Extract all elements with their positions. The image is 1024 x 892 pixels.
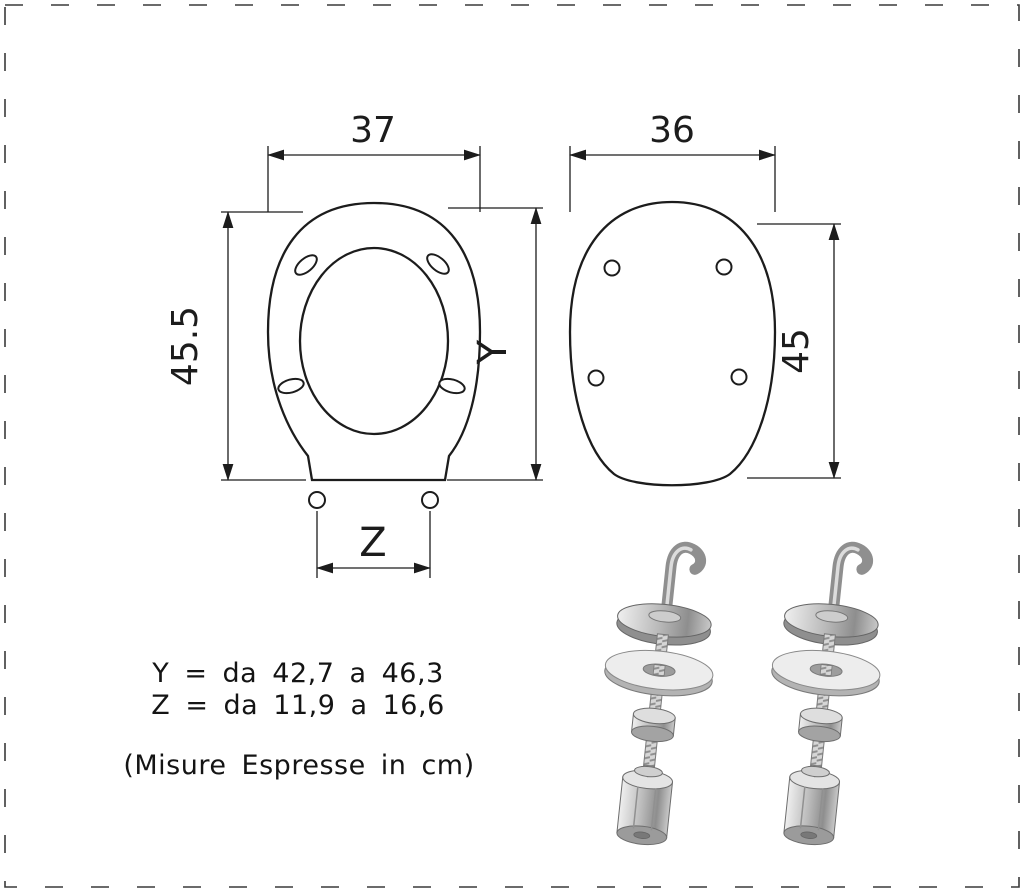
lid-outline [568, 200, 777, 487]
lid-bumper [730, 368, 748, 386]
seat-bumper-slot [294, 254, 318, 276]
seat-height-dim: 45.5 [165, 306, 206, 386]
lid-top-view [568, 200, 777, 487]
mounting-hardware-left [587, 540, 726, 850]
seat-opening [298, 246, 450, 436]
hinge-span-dim: Z [359, 520, 386, 566]
lid-width-dim: 36 [649, 110, 695, 151]
hinge-hole [421, 491, 439, 509]
lid-height-dim: 45 [776, 328, 817, 374]
seat-top-view [266, 201, 482, 509]
units-note: (Misure Espresse in cm) [123, 750, 474, 781]
lid-bumper [603, 259, 621, 277]
mounting-hardware-right [754, 540, 893, 850]
measure-notes: Y = da 42,7 a 46,3 Z = da 11,9 a 16,6 (M… [123, 658, 474, 781]
seat-bumper-slot [277, 377, 305, 395]
seat-total-dim: Y [470, 339, 516, 365]
hinge-hole [308, 491, 326, 509]
seat-dimensions: 37 45.5 Y Z [165, 110, 543, 578]
seat-bumper-slot [426, 253, 450, 275]
y-range-note: Y = da 42,7 a 46,3 [151, 658, 444, 689]
z-range-note: Z = da 11,9 a 16,6 [151, 690, 445, 721]
crop-border [4, 4, 1020, 888]
lid-bumper [715, 258, 733, 276]
seat-bumper-slot [438, 377, 466, 395]
lid-bumper [587, 369, 605, 387]
lid-dimensions: 36 45 [569, 110, 841, 479]
seat-width-dim: 37 [350, 110, 396, 151]
